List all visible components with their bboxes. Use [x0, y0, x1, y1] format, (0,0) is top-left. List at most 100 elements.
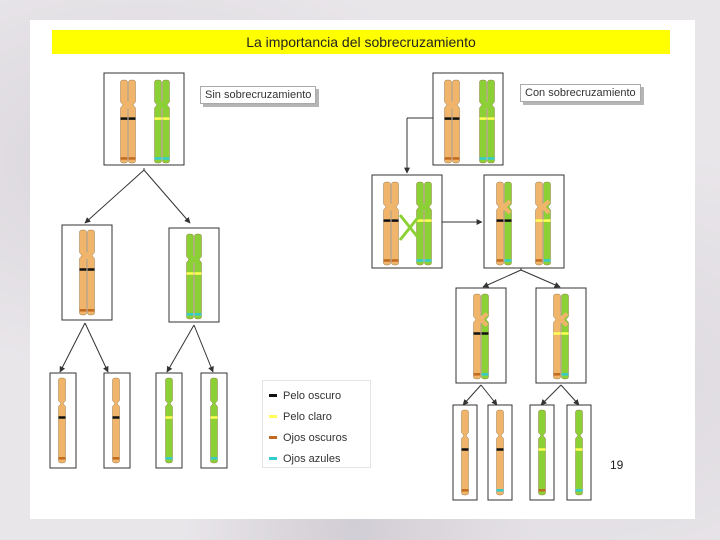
- legend-swatch: [269, 415, 277, 418]
- chromatid: [165, 377, 173, 464]
- gene-band: [452, 157, 460, 160]
- gene-band: [444, 157, 452, 160]
- gene-band: [165, 416, 173, 419]
- chromosome: [120, 79, 136, 164]
- legend-label: Ojos oscuros: [283, 431, 348, 444]
- gene-band: [87, 268, 95, 271]
- arrow: [84, 169, 145, 224]
- centromere: [444, 97, 460, 113]
- slide-title: La importancia del sobrecruzamiento: [52, 30, 670, 54]
- arrow: [59, 322, 86, 373]
- legend-swatch: [269, 436, 277, 439]
- centromere: [79, 248, 95, 263]
- gene-band: [210, 457, 218, 460]
- gene-band: [424, 219, 432, 222]
- arrow: [143, 169, 191, 224]
- chromosome: [79, 229, 95, 316]
- gene-band: [416, 219, 424, 222]
- chromatid: [487, 79, 495, 164]
- arrow: [166, 324, 195, 373]
- chromatid: [452, 79, 460, 164]
- gene-band: [186, 272, 194, 275]
- gene-band: [194, 313, 202, 316]
- gene-band: [87, 309, 95, 312]
- chromosome: [416, 181, 432, 266]
- chromatid: [391, 181, 399, 266]
- chromatid: [481, 293, 489, 380]
- gene-band: [538, 489, 546, 492]
- gene-band: [416, 259, 424, 262]
- chromatid: [424, 181, 432, 266]
- legend-label: Pelo oscuro: [283, 389, 342, 402]
- gene-band: [538, 448, 546, 451]
- cell-box: [455, 287, 507, 384]
- gene-band: [79, 309, 87, 312]
- gene-band: [481, 373, 489, 376]
- chromatid: [128, 79, 136, 164]
- chromatid: [162, 79, 170, 164]
- gene-band: [575, 448, 583, 451]
- gene-band: [575, 489, 583, 492]
- gene-band: [383, 219, 391, 222]
- gene-band: [112, 416, 120, 419]
- gene-band: [473, 332, 481, 335]
- centromere: [535, 199, 551, 215]
- legend-label: Ojos azules: [283, 452, 341, 465]
- gene-band: [504, 219, 512, 222]
- centromere: [479, 97, 495, 113]
- gene-band: [186, 313, 194, 316]
- gene-band: [120, 157, 128, 160]
- chromatid: [383, 181, 391, 266]
- gene-band: [383, 259, 391, 262]
- arrow: [540, 384, 562, 406]
- chromatid: [416, 181, 424, 266]
- gene-band: [391, 259, 399, 262]
- gene-band: [479, 157, 487, 160]
- centromere: [154, 97, 170, 113]
- legend-item: Ojos oscuros: [263, 427, 370, 448]
- gene-band: [535, 259, 543, 262]
- chromatid: [473, 293, 481, 380]
- chromatid: [504, 181, 512, 266]
- cell-box: [61, 224, 113, 321]
- gene-band: [487, 157, 495, 160]
- chromatid: [496, 409, 504, 496]
- centromere: [553, 312, 569, 327]
- chromatid: [120, 79, 128, 164]
- chromatid: [444, 79, 452, 164]
- gene-band: [58, 416, 66, 419]
- centromere: [186, 252, 202, 267]
- cell-box: [168, 227, 220, 323]
- gene-band: [424, 259, 432, 262]
- label-with-crossover: Con sobrecruzamiento: [520, 84, 641, 102]
- gene-band: [543, 259, 551, 262]
- chromatid: [210, 377, 218, 464]
- legend-swatch: [269, 394, 277, 397]
- chromatid: [194, 233, 202, 320]
- gene-band: [473, 373, 481, 376]
- chromatid: [112, 377, 120, 464]
- centromere: [383, 199, 399, 215]
- chromosome: [186, 233, 202, 320]
- legend-item: Pelo claro: [263, 406, 370, 427]
- chromosome: [535, 181, 551, 266]
- arrow: [462, 384, 482, 406]
- centromere: [120, 97, 136, 113]
- gene-band: [79, 268, 87, 271]
- gene-band: [496, 448, 504, 451]
- gene-band: [553, 373, 561, 376]
- arrow: [193, 324, 214, 373]
- chromatid: [543, 181, 551, 266]
- legend-swatch: [269, 457, 277, 460]
- crossover-mark: [398, 214, 422, 241]
- chromatid: [538, 409, 546, 496]
- chromatid: [479, 79, 487, 164]
- gene-band: [194, 272, 202, 275]
- gene-band: [479, 117, 487, 120]
- chromosome: [444, 79, 460, 164]
- chromatid: [561, 293, 569, 380]
- gene-band: [154, 117, 162, 120]
- gene-band: [504, 259, 512, 262]
